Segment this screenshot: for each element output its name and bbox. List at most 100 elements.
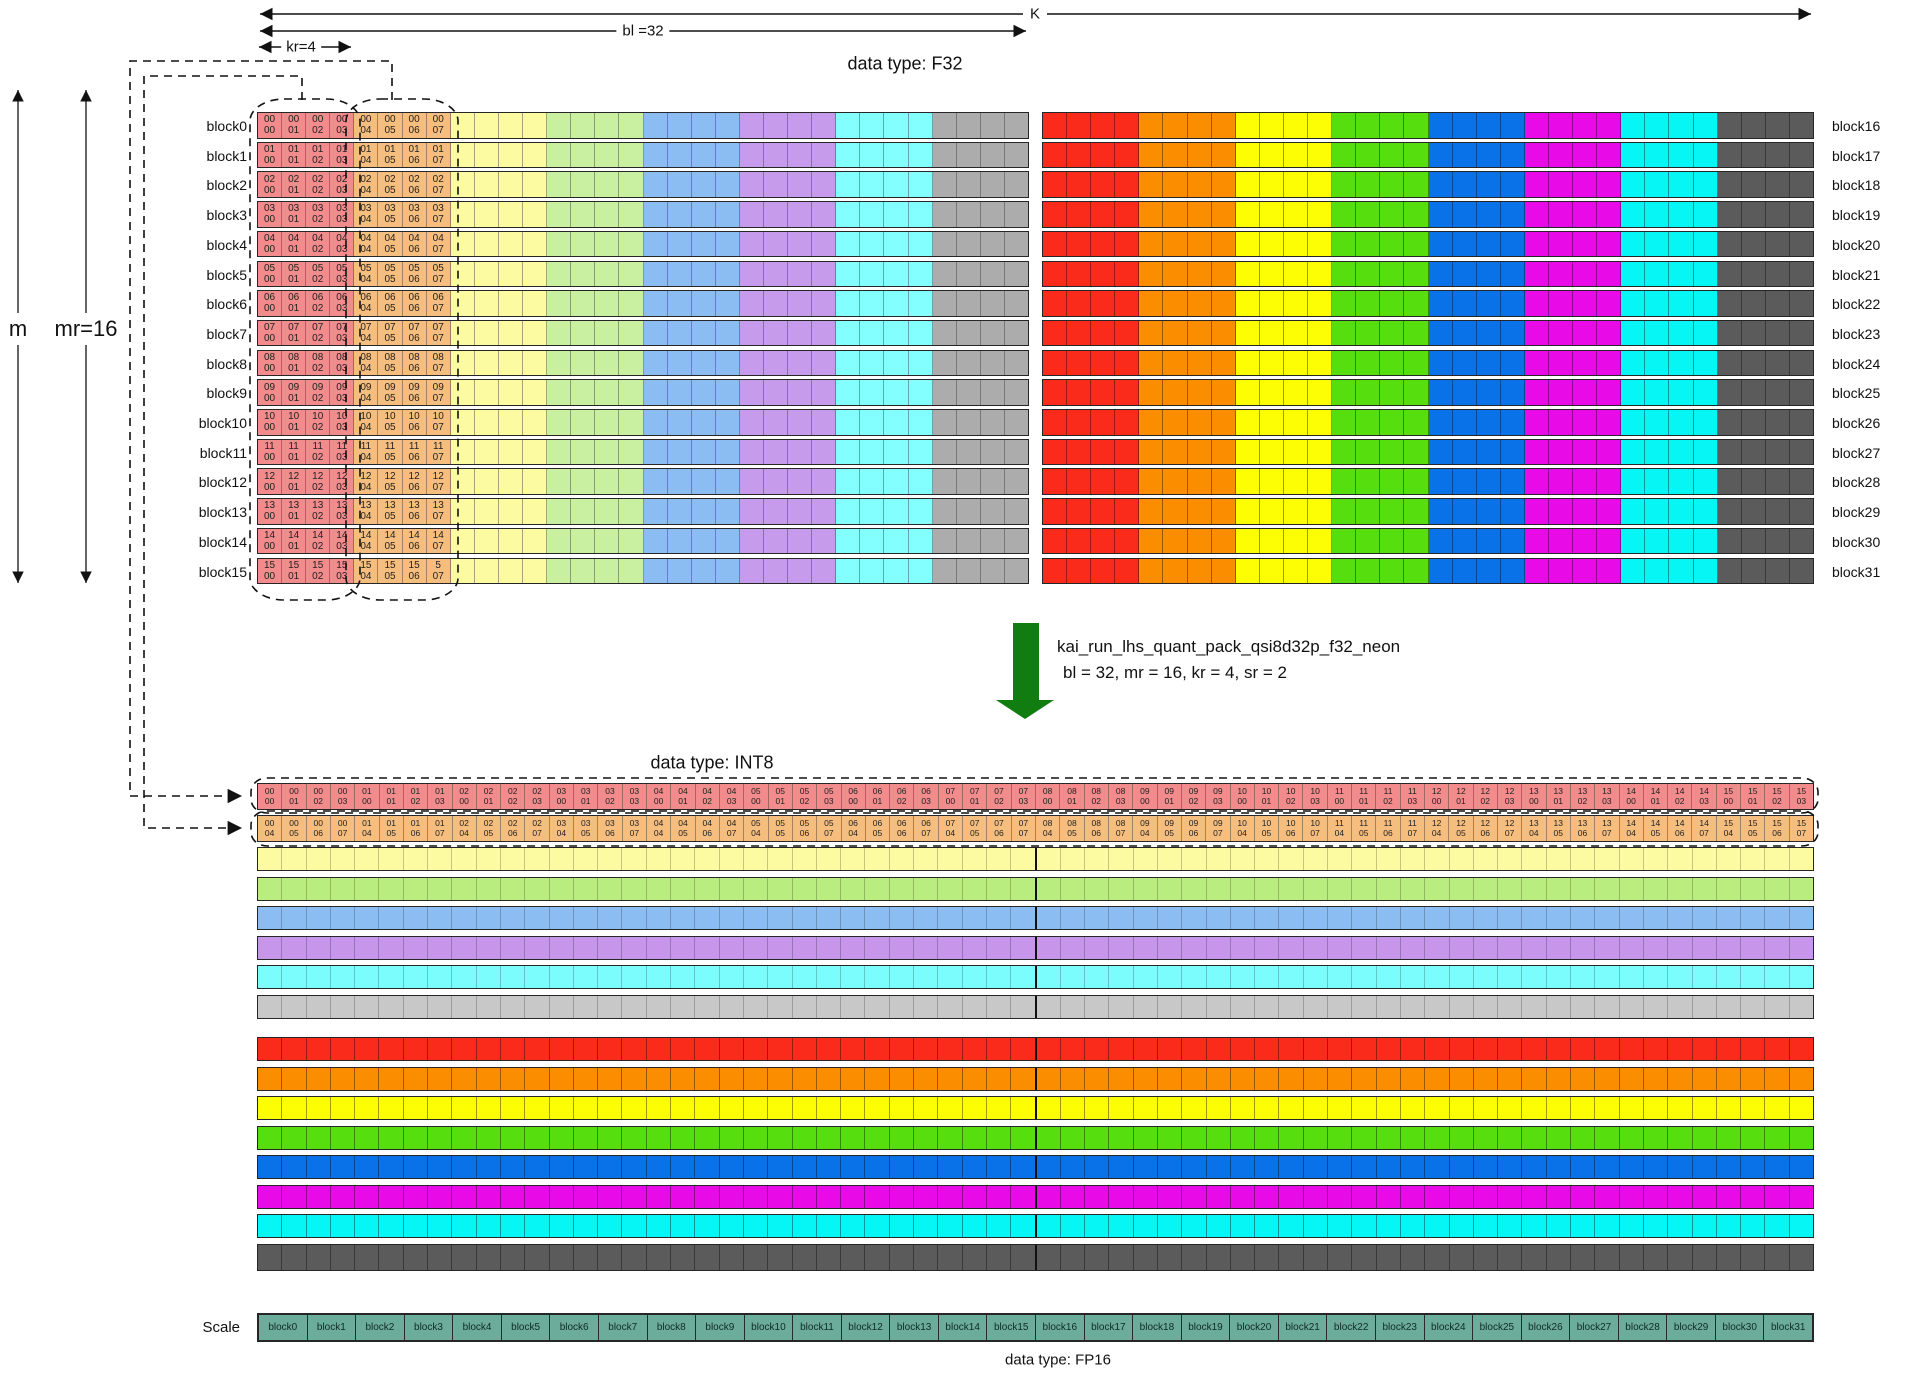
f32-left-cell	[619, 142, 644, 168]
f32-right-cell	[1476, 172, 1501, 197]
f32-right-cell	[1283, 142, 1309, 168]
int8-bright-row-cell	[1011, 1097, 1037, 1119]
int8-pale-row-cell	[1716, 937, 1742, 959]
int8-bright-row-cell	[914, 1127, 939, 1149]
int8-bright-row-cell	[1449, 1038, 1474, 1060]
f32-right-cell	[1573, 291, 1598, 316]
f32-right-cell	[1404, 172, 1429, 197]
f32-left-cell	[908, 291, 933, 316]
int8-bright-row-cell	[379, 1186, 404, 1208]
f32-left-cell	[860, 320, 885, 346]
int8-bright-row-cell	[1060, 1068, 1086, 1090]
f32-left-cell	[595, 410, 620, 435]
f32-right-cell	[1597, 558, 1622, 583]
int8-pale-row-cell	[1716, 848, 1742, 870]
int8-pale-row-cell	[914, 996, 939, 1018]
int8-bright-row-cell	[1425, 1038, 1450, 1060]
f32-left-cell	[932, 439, 957, 465]
int8-pale-row-cell	[476, 848, 501, 870]
int8-bright-row-cell	[865, 1215, 890, 1237]
f32-right-cell	[1669, 320, 1694, 346]
cell-col-id: 03	[435, 795, 445, 806]
f32-right-cell	[1548, 291, 1574, 316]
int8-bright-row-cell	[962, 1245, 987, 1270]
cell-col-id: 05	[1164, 827, 1174, 838]
cell-row-id: 09	[312, 381, 324, 393]
f32-left-cell	[498, 558, 524, 583]
int8-pale-row-cell	[1279, 848, 1304, 870]
f32-left-cell	[691, 291, 716, 316]
cell-row-id: 05	[336, 262, 348, 274]
int8-pale-row-cell	[1182, 996, 1207, 1018]
int8-pale-row-cell	[598, 907, 623, 929]
f32-right-cell	[1283, 231, 1309, 257]
f32-left-cell	[1004, 558, 1028, 583]
int8-pale-row-cell	[865, 996, 890, 1018]
int8-bright-row-cell	[1473, 1038, 1499, 1060]
int8-bright-row-cell	[1133, 1186, 1158, 1208]
int8-bright-row-cell	[1060, 1156, 1086, 1178]
cell-col-id: 00	[263, 541, 276, 553]
f32-right-cell	[1524, 350, 1549, 376]
f32-right-cell	[1356, 469, 1381, 494]
int8-pale-row-cell	[1546, 937, 1572, 959]
f32-right-cell	[1669, 558, 1694, 583]
f32-left-cell	[715, 439, 740, 465]
cell-col-id: 03	[336, 570, 348, 582]
f32-left-cell	[571, 558, 596, 583]
int8-bright-row-cell	[1109, 1127, 1134, 1149]
int8-bright-row-cell	[1011, 1245, 1037, 1270]
f32-right-cell	[1717, 113, 1742, 138]
int8-pale-row	[257, 906, 1814, 930]
f32-right-cell	[1163, 558, 1188, 583]
f32-left-cell	[788, 528, 813, 554]
int8-pale-row-cell	[1376, 907, 1401, 929]
f32-right-cell	[1091, 469, 1116, 494]
int8-pale-row-cell	[1643, 878, 1669, 900]
f32-left-cell	[571, 172, 596, 197]
f32-right-cell	[1428, 469, 1453, 494]
cell-col-id: 07	[435, 827, 445, 838]
f32-right-cell	[1428, 350, 1453, 376]
cell-col-id: 00	[264, 795, 275, 806]
scale-label: Scale	[202, 1319, 240, 1336]
cell-row-id: 02	[408, 173, 420, 185]
f32-right-cell	[1717, 350, 1742, 376]
f32-right-cell	[1741, 410, 1766, 435]
int8-pale-row-cell	[1060, 966, 1086, 988]
int8-pale-row-cell	[962, 848, 987, 870]
int8-bright-row-cell	[428, 1186, 453, 1208]
cell-col-id: 01	[969, 795, 980, 806]
cell-col-id: 03	[726, 795, 737, 806]
f32-right-cell	[1789, 142, 1813, 168]
f32-right-cell	[1476, 469, 1501, 494]
int8-bright-row-cell	[452, 1097, 477, 1119]
f32-right-cell	[1404, 291, 1429, 316]
f32-left-cell	[523, 439, 548, 465]
f32-right-cell	[1091, 320, 1116, 346]
f32-right-cell	[1476, 291, 1501, 316]
int8-bright-row-cell	[1085, 1156, 1110, 1178]
f32-right-cell	[1765, 142, 1790, 168]
f32-left-cell	[836, 291, 861, 316]
int8-pale-row-cell	[719, 907, 744, 929]
int8-bright-row-cell	[768, 1215, 793, 1237]
int8-bright-row-cell	[1060, 1097, 1086, 1119]
int8-pale-row-cell	[500, 937, 526, 959]
f32-left-cell	[1004, 350, 1028, 376]
f32-right-cell	[1356, 202, 1381, 227]
f32-right-cell	[1187, 499, 1212, 524]
f32-left-cell	[667, 202, 692, 227]
